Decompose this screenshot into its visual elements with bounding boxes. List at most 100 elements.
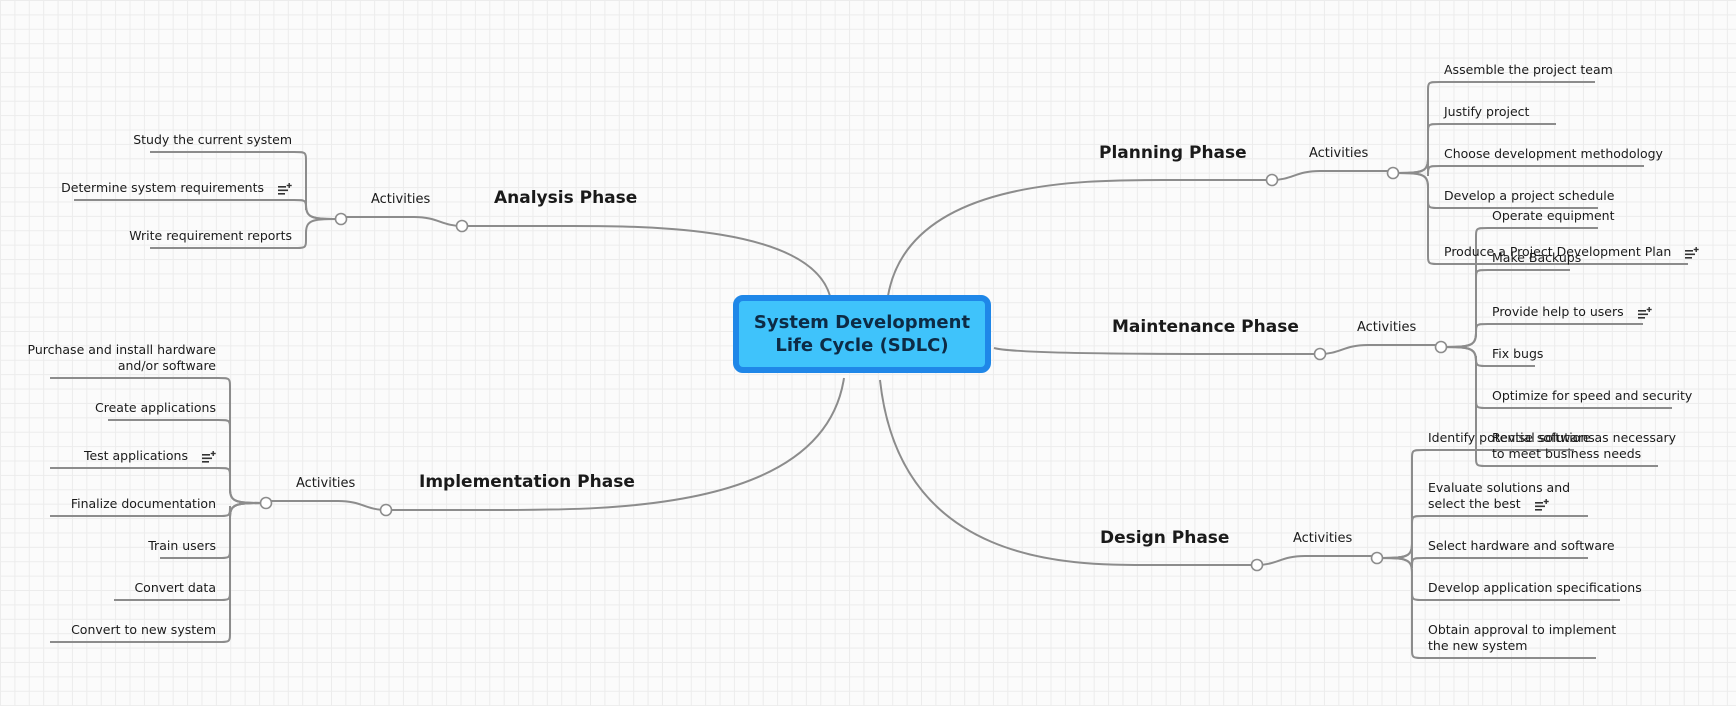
central-topic-title: System Development Life Cycle (SDLC) bbox=[753, 312, 971, 356]
maintenance-activity-item-line: Optimize for speed and security bbox=[1492, 388, 1693, 403]
analysis-activity-item-line: Determine system requirements bbox=[61, 180, 292, 196]
implementation-activity-item[interactable]: Convert to new system bbox=[71, 622, 216, 638]
implementation-child-connector bbox=[50, 502, 267, 643]
design-main-connector bbox=[879, 379, 1257, 566]
maintenance-activity-item[interactable]: Provide help to users bbox=[1492, 304, 1652, 320]
implementation-activities-connector bbox=[265, 500, 387, 511]
maintenance-activity-item-line: Revise software as necessary bbox=[1492, 430, 1677, 445]
note-add-icon[interactable] bbox=[278, 182, 292, 195]
maintenance-activities-connector bbox=[1319, 344, 1442, 355]
planning-child-connector bbox=[1392, 158, 1644, 177]
design-activity-item[interactable]: Identify potential solutions bbox=[1428, 430, 1595, 446]
planning-child-connector bbox=[1392, 172, 1688, 265]
note-add-icon[interactable] bbox=[1637, 306, 1652, 319]
central-topic[interactable]: System Development Life Cycle (SDLC) bbox=[733, 295, 991, 373]
analysis-activity-item-line: Study the current system bbox=[133, 132, 292, 147]
analysis-child-connector bbox=[150, 218, 342, 249]
implementation-collapse-toggle[interactable] bbox=[379, 503, 393, 517]
maintenance-activity-item[interactable]: Optimize for speed and security bbox=[1492, 388, 1692, 404]
maintenance-activity-item-line: to meet business needs bbox=[1492, 446, 1642, 461]
planning-activity-item-line: Choose development methodology bbox=[1444, 146, 1663, 161]
design-activity-item-line: Evaluate solutions and bbox=[1428, 480, 1571, 495]
maintenance-activities-label[interactable]: Activities bbox=[1357, 320, 1417, 335]
maintenance-activity-item[interactable]: Operate equipment bbox=[1492, 208, 1614, 224]
implementation-activity-item[interactable]: Convert data bbox=[134, 580, 216, 596]
analysis-activities-toggle[interactable] bbox=[334, 212, 348, 226]
planning-activity-item[interactable]: Choose development methodology bbox=[1444, 146, 1663, 162]
analysis-activities-connector bbox=[340, 216, 463, 227]
analysis-activity-item-line: Write requirement reports bbox=[129, 228, 292, 243]
planning-activity-item[interactable]: Justify project bbox=[1444, 104, 1529, 120]
design-activity-item[interactable]: Select hardware and software bbox=[1428, 538, 1615, 554]
planning-activity-item-line: Justify project bbox=[1444, 104, 1530, 119]
analysis-child-connector bbox=[74, 199, 342, 220]
maintenance-phase-title[interactable]: Maintenance Phase bbox=[1112, 317, 1299, 337]
implementation-child-connector bbox=[50, 377, 267, 504]
implementation-activity-item-line: Convert to new system bbox=[71, 622, 216, 637]
implementation-activity-item-line: and/or software bbox=[117, 358, 216, 373]
implementation-activity-item-line: Convert data bbox=[134, 580, 216, 595]
planning-activities-label[interactable]: Activities bbox=[1309, 146, 1369, 161]
maintenance-activities-toggle[interactable] bbox=[1434, 340, 1448, 354]
implementation-activity-item-line: Finalize documentation bbox=[70, 496, 216, 511]
analysis-activity-item[interactable]: Write requirement reports bbox=[129, 228, 292, 244]
maintenance-child-connector bbox=[1440, 346, 1658, 467]
implementation-activity-item-line: Train users bbox=[148, 538, 216, 553]
planning-activities-connector bbox=[1271, 170, 1394, 181]
maintenance-main-connector bbox=[993, 347, 1320, 355]
design-collapse-toggle[interactable] bbox=[1250, 558, 1264, 572]
design-activities-label[interactable]: Activities bbox=[1293, 531, 1353, 546]
implementation-activity-item-line: Purchase and install hardware bbox=[27, 342, 217, 357]
planning-phase-title[interactable]: Planning Phase bbox=[1099, 143, 1247, 163]
design-phase-title[interactable]: Design Phase bbox=[1100, 528, 1230, 548]
analysis-activity-item[interactable]: Determine system requirements bbox=[61, 180, 292, 196]
implementation-activities-label[interactable]: Activities bbox=[296, 476, 356, 491]
planning-activities-toggle[interactable] bbox=[1386, 166, 1400, 180]
design-activities-toggle[interactable] bbox=[1370, 551, 1384, 565]
analysis-phase-title[interactable]: Analysis Phase bbox=[494, 188, 638, 208]
implementation-child-connector bbox=[50, 467, 267, 504]
design-activity-item-line: the new system bbox=[1428, 638, 1528, 653]
note-add-icon[interactable] bbox=[1534, 498, 1549, 511]
planning-activity-item-line: Assemble the project team bbox=[1444, 62, 1613, 77]
analysis-activities-label[interactable]: Activities bbox=[371, 192, 431, 207]
implementation-activity-item[interactable]: Test applications bbox=[84, 448, 216, 464]
implementation-activity-item-line: Create applications bbox=[95, 400, 216, 415]
design-activity-item-line: select the best bbox=[1428, 496, 1570, 512]
maintenance-activity-item[interactable]: Fix bugs bbox=[1492, 346, 1543, 362]
implementation-activities-toggle[interactable] bbox=[259, 496, 273, 510]
planning-activity-item-line: Develop a project schedule bbox=[1444, 188, 1615, 203]
implementation-phase-title[interactable]: Implementation Phase bbox=[419, 472, 635, 492]
design-activity-item-line: Select hardware and software bbox=[1428, 538, 1615, 553]
planning-activity-item[interactable]: Assemble the project team bbox=[1444, 62, 1613, 78]
analysis-collapse-toggle[interactable] bbox=[455, 219, 469, 233]
planning-activity-item[interactable]: Produce a Project Development Plan bbox=[1444, 244, 1700, 260]
implementation-activity-item[interactable]: Create applications bbox=[95, 400, 216, 416]
implementation-main-connector bbox=[386, 377, 845, 511]
planning-activity-item[interactable]: Develop a project schedule bbox=[1444, 188, 1614, 204]
planning-collapse-toggle[interactable] bbox=[1265, 173, 1279, 187]
implementation-activity-item[interactable]: Finalize documentation bbox=[71, 496, 216, 512]
design-activity-item-line: Develop application specifications bbox=[1428, 580, 1642, 595]
analysis-activity-item[interactable]: Study the current system bbox=[133, 132, 292, 148]
maintenance-child-connector bbox=[1440, 323, 1643, 348]
implementation-activity-item-line: Test applications bbox=[84, 448, 216, 464]
note-add-icon[interactable] bbox=[1685, 246, 1700, 259]
implementation-activity-item[interactable]: Train users bbox=[148, 538, 216, 554]
design-child-connector bbox=[1376, 557, 1596, 659]
maintenance-activity-item-line: Provide help to users bbox=[1492, 304, 1652, 320]
design-activity-item[interactable]: Develop application specifications bbox=[1428, 580, 1642, 596]
maintenance-activity-item-line: Make Backups bbox=[1492, 250, 1582, 265]
planning-main-connector bbox=[887, 179, 1272, 297]
note-add-icon[interactable] bbox=[202, 450, 216, 463]
planning-activity-item-line: Produce a Project Development Plan bbox=[1444, 244, 1700, 260]
design-activities-connector bbox=[1256, 555, 1378, 566]
maintenance-activity-item[interactable]: Make Backups bbox=[1492, 250, 1581, 266]
maintenance-collapse-toggle[interactable] bbox=[1313, 347, 1327, 361]
